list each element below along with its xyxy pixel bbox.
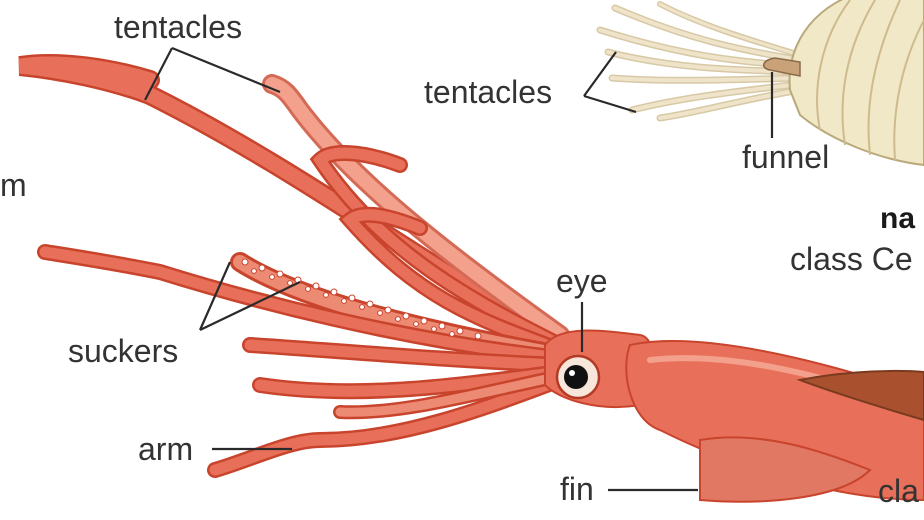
label-nautilus-class: class Ce bbox=[790, 241, 913, 277]
label-squid-class: cla bbox=[878, 473, 919, 509]
label-eye: eye bbox=[556, 263, 608, 299]
label-tentacles-nautilus: tentacles bbox=[424, 74, 552, 110]
label-m-partial: m bbox=[0, 167, 27, 203]
label-funnel: funnel bbox=[742, 139, 829, 175]
label-tentacles-squid: tentacles bbox=[114, 9, 242, 45]
label-arm: arm bbox=[138, 431, 193, 467]
label-suckers: suckers bbox=[68, 333, 178, 369]
squid-arms bbox=[45, 153, 560, 470]
squid-eye bbox=[557, 356, 599, 398]
label-fin: fin bbox=[560, 471, 594, 507]
label-nautilus-name: na bbox=[880, 202, 915, 235]
